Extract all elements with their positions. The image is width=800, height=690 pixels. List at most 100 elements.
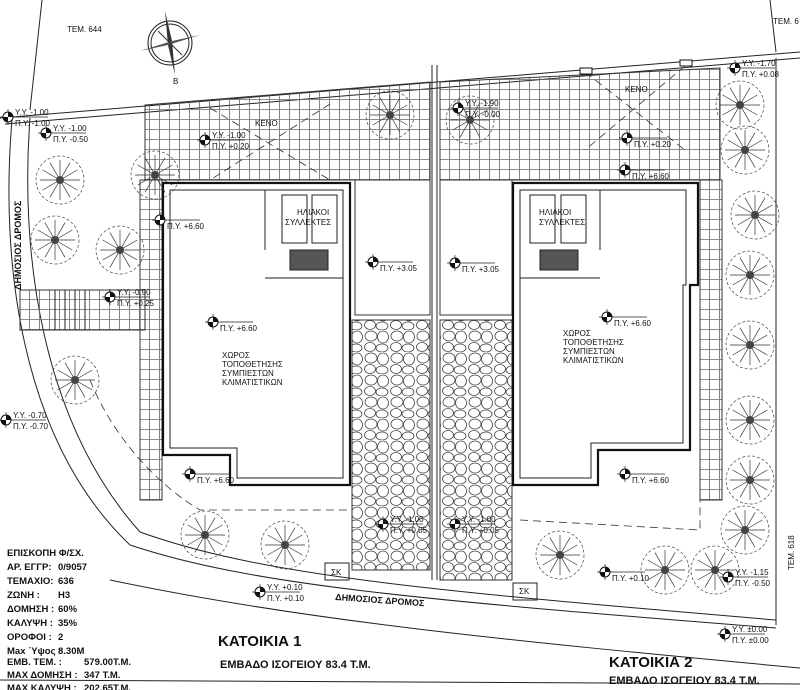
tree-icon (365, 90, 415, 140)
existing-level-label: Υ.Υ. ±0.00 (732, 625, 768, 634)
level-marker: Π.Υ. +3.05 (447, 255, 500, 274)
ac-label: ΣΥΜΠΙΕΣΤΩΝ (563, 347, 615, 356)
proposed-level-label: Π.Υ. +0.05 (462, 526, 500, 535)
existing-level-label: Υ.Υ. -0.70 (13, 411, 47, 420)
info-total-value: 347 Τ.Μ. (84, 670, 120, 681)
tree-icon (725, 320, 775, 370)
tree-icon (730, 190, 780, 240)
level-marker: Π.Υ. +0.10 (597, 564, 650, 583)
north-label: Β (173, 77, 178, 86)
level-marker: Υ.Υ. -1.00Π.Υ. +0.05 (375, 515, 428, 535)
level-markers: Υ.Υ. -1.00Π.Υ. -1.00Υ.Υ. -1.00Π.Υ. -0.50… (0, 59, 780, 645)
proposed-level-label: Π.Υ. -0.50 (53, 135, 89, 144)
tree-icon (180, 510, 230, 560)
parcel-label-618: ΤΕΜ. 618 (787, 535, 796, 570)
tree-icon (260, 520, 310, 570)
sk-box-2 (512, 582, 538, 601)
proposed-level-label: Π.Υ. ±0.00 (732, 636, 769, 645)
level-marker: Υ.Υ. -1.90Π.Υ. -0.00 (450, 99, 501, 119)
level-marker: Υ.Υ. -1.00Π.Υ. +0.20 (197, 131, 250, 151)
tree-icon (640, 545, 690, 595)
road-label-left: ΔΗΜΟΣΙΟΣ ΔΡΟΜΟΣ (13, 200, 23, 290)
existing-level-label: Υ.Υ. -1.00 (462, 515, 496, 524)
void-label-2: ΚΕΝΟ (625, 85, 648, 94)
level-marker: Π.Υ. +6.60 (617, 162, 670, 181)
level-marker: Π.Υ. +3.05 (365, 254, 418, 273)
proposed-level-label: Π.Υ. -0.70 (13, 422, 49, 431)
level-marker: Υ.Υ. -1.70Π.Υ. +0.08 (727, 59, 780, 79)
sk-label-2: ΣΚ (519, 587, 530, 596)
info-key: ΔΟΜΗΣΗ : (7, 604, 54, 615)
proposed-level-label: Π.Υ. +6.60 (167, 222, 205, 231)
ac-label: ΚΛΙΜΑΤΙΣΤΙΚΩΝ (563, 356, 624, 365)
house-1 (161, 181, 352, 487)
info-value: 0/9057 (58, 562, 87, 573)
proposed-level-label: Π.Υ. +6.60 (614, 319, 652, 328)
existing-level-label: Υ.Υ. -1.00 (212, 131, 246, 140)
info-key: Max ΄Υψος : (7, 646, 61, 657)
tree-icon (720, 505, 770, 555)
level-marker: Π.Υ. +0.20 (619, 130, 672, 149)
solar-label: ΗΛΙΑΚΟΙ (297, 208, 329, 217)
tree-icon (720, 125, 770, 175)
tree-icon (725, 250, 775, 300)
existing-level-label: Υ.Υ. -1.00 (15, 108, 49, 117)
parcel-label-644: ΤΕΜ. 644 (67, 25, 102, 34)
parcel-label-ne: ΤΕΜ. 6 (773, 17, 799, 26)
existing-level-label: Υ.Υ. -1.00 (390, 515, 424, 524)
house-2-labels: ΗΛΙΑΚΟΙ ΣΥΛΛΕΚΤΕΣ ΧΩΡΟΣ ΤΟΠΟΘΕΤΗΣΗΣ ΣΥΜΠ… (539, 208, 760, 687)
tree-icon (95, 225, 145, 275)
existing-level-label: Υ.Υ. -1.70 (742, 59, 776, 68)
tree-icon (725, 455, 775, 505)
info-key: ΟΡΟΦΟΙ : (7, 632, 52, 643)
existing-level-label: Υ.Υ. -1.90 (465, 99, 499, 108)
ac-label: ΣΥΜΠΙΕΣΤΩΝ (222, 369, 274, 378)
sk-label-1: ΣΚ (331, 568, 342, 577)
house-2-area: ΕΜΒΑΔΟ ΙΣΟΓΕΙΟΥ 83.4 Τ.Μ. (609, 675, 760, 687)
ac-label: ΤΟΠΟΘΕΤΗΣΗΣ (222, 360, 283, 369)
proposed-level-label: Π.Υ. +0.10 (612, 574, 650, 583)
tree-icon (30, 215, 80, 265)
solar-label: ΣΥΛΛΕΚΤΕΣ (285, 218, 331, 227)
ac-label: ΧΩΡΟΣ (222, 351, 250, 360)
info-value: 8.30Μ (58, 646, 84, 657)
proposed-level-label: Π.Υ. +0.10 (267, 594, 305, 603)
level-marker: Υ.Υ. +0.10Π.Υ. +0.10 (252, 583, 305, 603)
tree-icon (50, 355, 100, 405)
proposed-level-label: Π.Υ. +0.08 (742, 70, 780, 79)
info-total-value: 202.65Τ.Μ. (84, 683, 131, 690)
proposed-level-label: Π.Υ. +0.20 (212, 142, 250, 151)
level-marker: Π.Υ. +6.60 (182, 466, 235, 485)
existing-level-label: Υ.Υ. -0.90 (117, 288, 151, 297)
level-marker: Π.Υ. +6.60 (617, 466, 670, 485)
info-key: ΖΩΝΗ : (7, 590, 40, 601)
ac-label: ΧΩΡΟΣ (563, 329, 591, 338)
house-1-labels: ΗΛΙΑΚΟΙ ΣΥΛΛΕΚΤΕΣ ΧΩΡΟΣ ΤΟΠΟΘΕΤΗΣΗΣ ΣΥΜΠ… (218, 208, 371, 671)
level-marker: Π.Υ. +6.60 (205, 314, 258, 333)
info-value: 60% (58, 604, 78, 615)
proposed-level-label: Π.Υ. +6.60 (220, 324, 258, 333)
info-value: 2 (58, 632, 63, 643)
tree-icon (690, 545, 740, 595)
void-label-1: ΚΕΝΟ (255, 119, 278, 128)
house-1-title: ΚΑΤΟΙΚΙΑ 1 (218, 633, 302, 650)
info-total-key: ΕΜΒ. ΤΕΜ. : (7, 657, 62, 668)
tree-icon (445, 95, 495, 145)
proposed-level-label: Π.Υ. +0.20 (634, 140, 672, 149)
tree-icon (130, 150, 180, 200)
existing-level-label: Υ.Υ. -1.15 (735, 568, 769, 577)
house-1-area: ΕΜΒΑΔΟ ΙΣΟΓΕΙΟΥ 83.4 Τ.Μ. (220, 659, 371, 671)
proposed-level-label: Π.Υ. +3.05 (462, 265, 500, 274)
tree-icon (35, 155, 85, 205)
ac-label: ΤΟΠΟΘΕΤΗΣΗΣ (563, 338, 624, 347)
info-total-value: 579.00Τ.Μ. (84, 657, 131, 668)
ac-label: ΚΛΙΜΑΤΙΣΤΙΚΩΝ (222, 378, 283, 387)
solar-label: ΣΥΛΛΕΚΤΕΣ (539, 218, 585, 227)
info-total-key: ΜΑΧ ΚΑΛΥΨΗ : (7, 683, 77, 690)
level-marker: Υ.Υ. ±0.00Π.Υ. ±0.00 (717, 625, 769, 645)
existing-level-label: Υ.Υ. -1.00 (53, 124, 87, 133)
info-heading: ΕΠΙΣΚΟΠΗ Φ/ΣΧ. (7, 548, 84, 559)
